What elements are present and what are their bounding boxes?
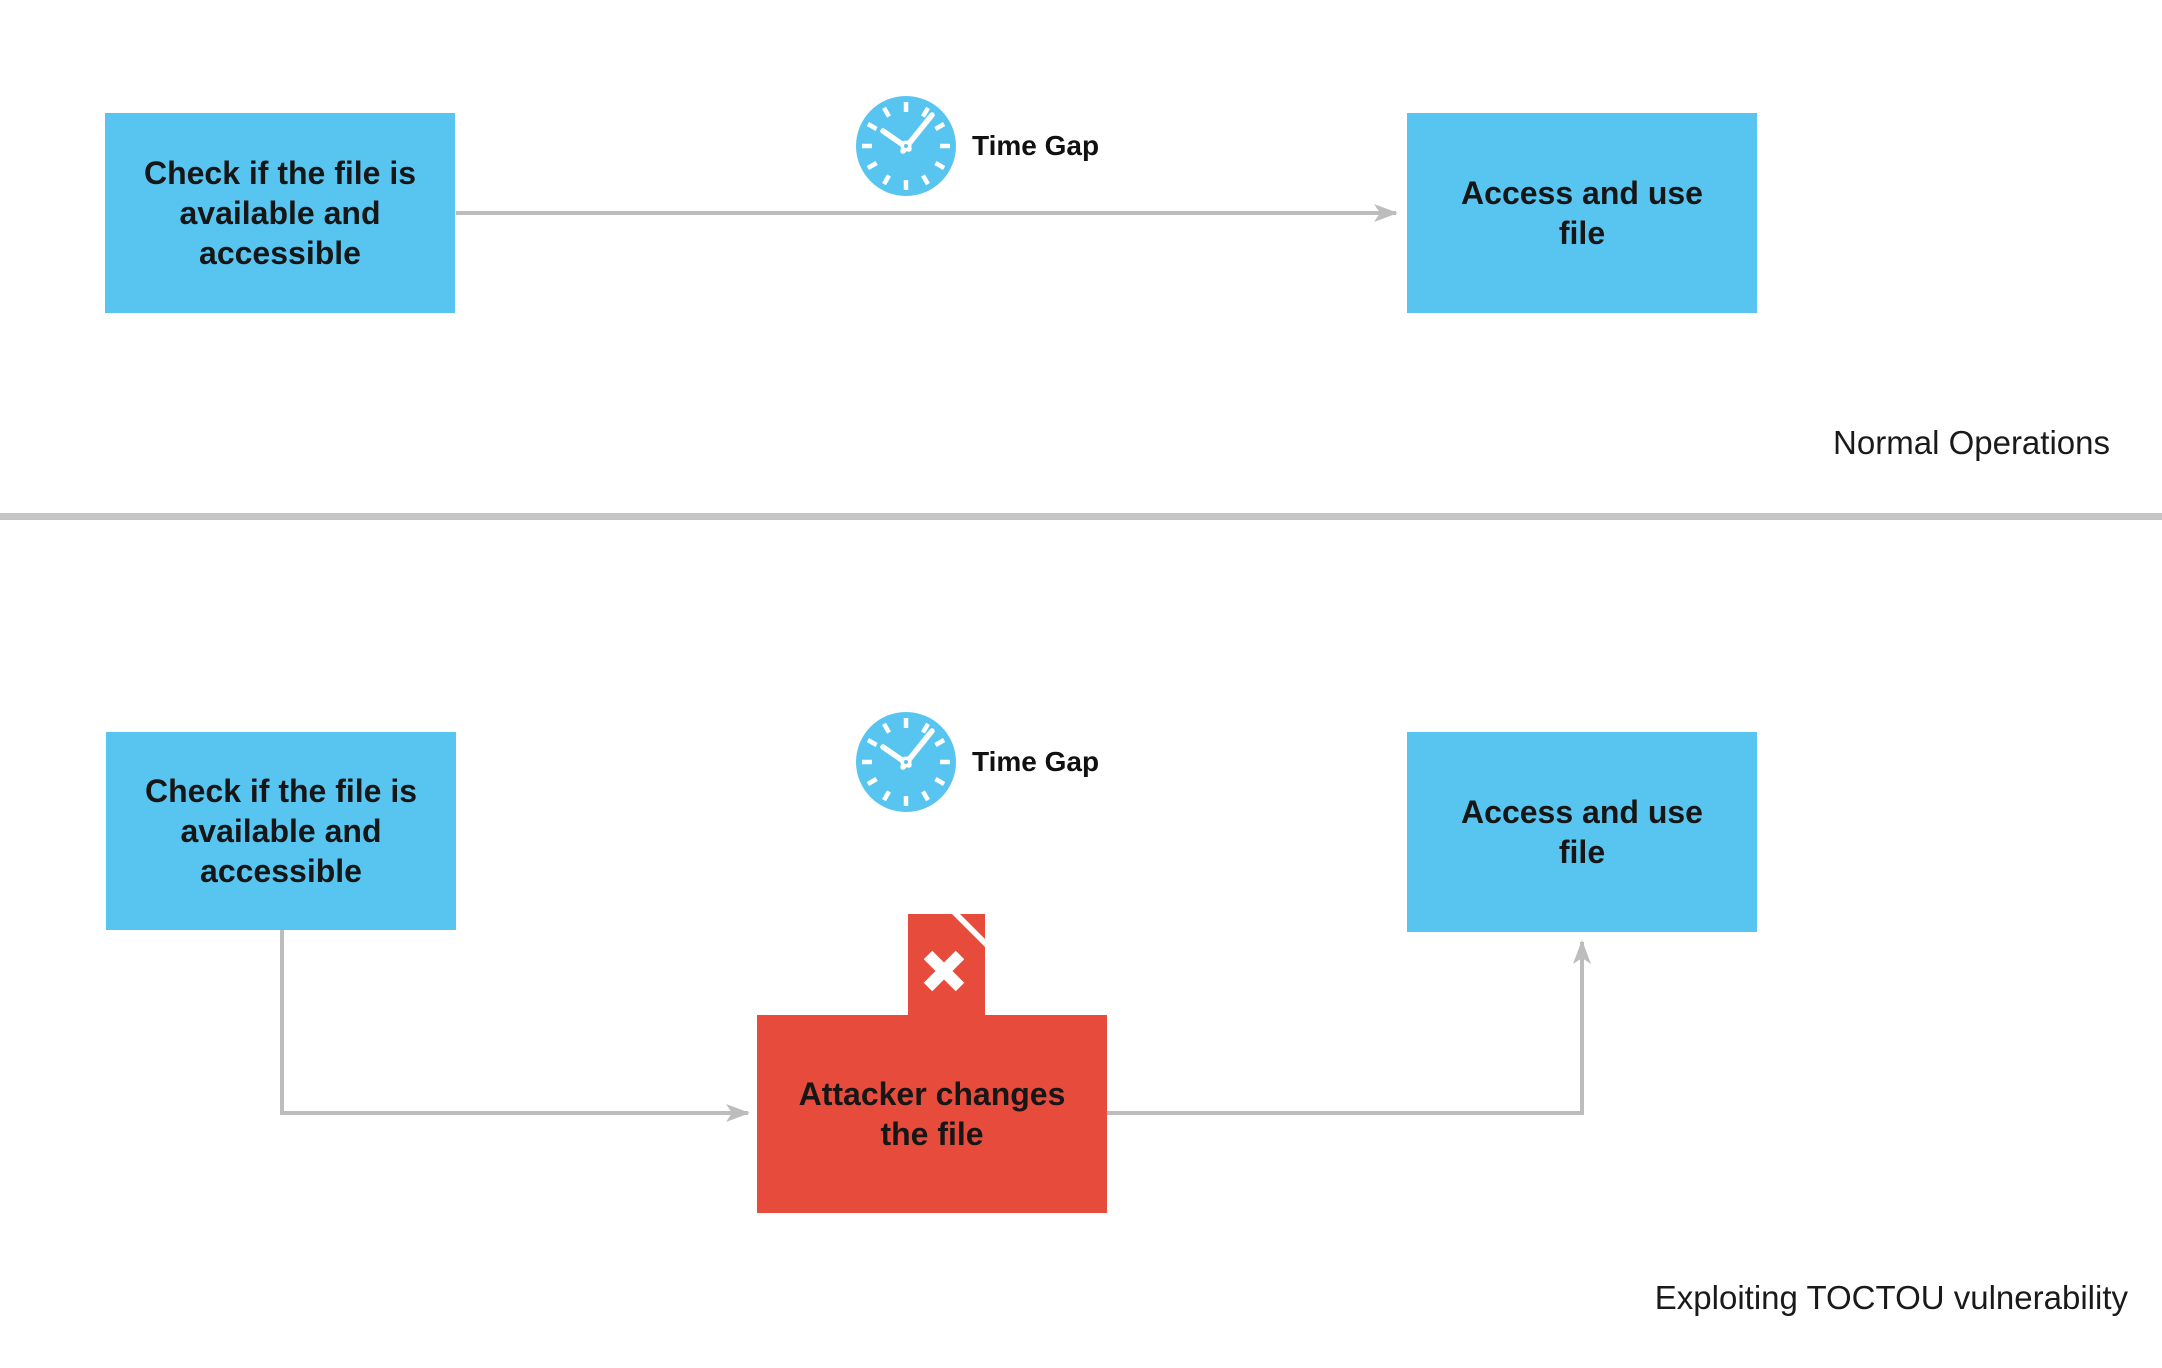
section-divider xyxy=(0,513,2162,520)
node-access-file-top-label: Access and use file xyxy=(1461,173,1703,253)
node-access-file-bottom: Access and use file xyxy=(1407,732,1757,932)
label-line: accessible xyxy=(199,235,361,271)
label-line: file xyxy=(1558,834,1606,870)
arrow-check-to-attacker xyxy=(280,930,750,1122)
node-attacker-changes-file: Attacker changes the file xyxy=(757,1015,1107,1213)
arrow-attacker-to-access xyxy=(1107,940,1591,1115)
time-gap-label: Time Gap xyxy=(972,130,1100,161)
label-line: Access and use xyxy=(1461,175,1703,211)
time-gap-indicator-top: Time Gap xyxy=(856,96,1099,196)
label-line: Check if the file is xyxy=(144,773,418,809)
label-line: Access and use xyxy=(1461,794,1703,830)
node-attacker-label: Attacker changes the file xyxy=(799,1074,1066,1154)
label-line: available and xyxy=(180,813,382,849)
caption-exploiting-toctou: Exploiting TOCTOU vulnerability xyxy=(1654,1279,2128,1316)
time-gap-indicator-bottom: Time Gap xyxy=(856,712,1099,812)
label-line: file xyxy=(1558,215,1606,251)
label-line: Attacker changes xyxy=(798,1076,1066,1112)
caption-normal-operations: Normal Operations xyxy=(1833,424,2110,461)
node-check-file-top-label: Check if the file is available and acces… xyxy=(144,153,416,273)
node-access-file-top: Access and use file xyxy=(1407,113,1757,313)
label-line: available and xyxy=(179,195,381,231)
clock-icon xyxy=(856,712,956,812)
label-line: accessible xyxy=(200,853,362,889)
node-check-file-bottom: Check if the file is available and acces… xyxy=(106,732,456,930)
node-check-file-top: Check if the file is available and acces… xyxy=(105,113,455,313)
label-line: the file xyxy=(880,1116,984,1152)
label-line: Check if the file is xyxy=(143,155,417,191)
node-access-file-bottom-label: Access and use file xyxy=(1461,792,1703,872)
node-check-file-bottom-label: Check if the file is available and acces… xyxy=(145,771,417,891)
time-gap-label: Time Gap xyxy=(972,746,1100,777)
clock-icon xyxy=(856,96,956,196)
corrupted-file-icon xyxy=(908,914,985,1015)
